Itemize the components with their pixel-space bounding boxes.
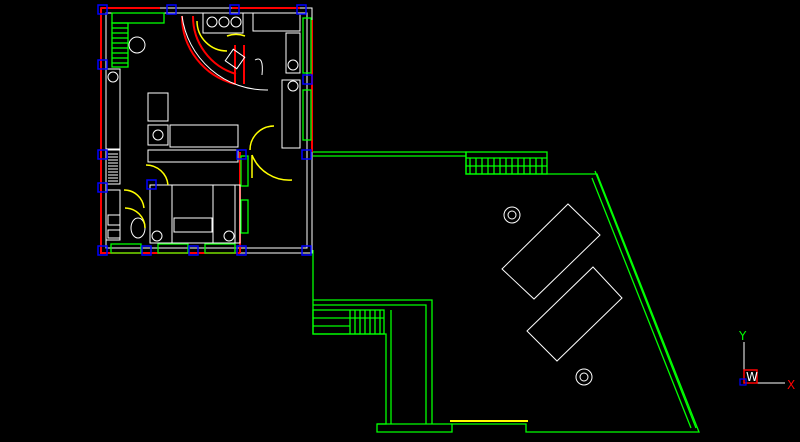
column-marker (236, 245, 247, 256)
column-marker (301, 149, 312, 160)
ucs-x-axis-label: X (787, 378, 795, 392)
column-marker (166, 4, 177, 15)
column-marker (146, 179, 157, 190)
door-swings (123, 20, 293, 229)
windows (110, 12, 312, 254)
column-marker (236, 149, 247, 160)
terrace-lamp (575, 368, 593, 386)
column-marker (97, 59, 108, 70)
ucs-y-axis-label: Y (738, 329, 747, 343)
upper-stair (465, 151, 548, 175)
sun-lounger (526, 266, 623, 362)
column-marker (97, 149, 108, 160)
sun-lounger (501, 203, 601, 300)
column-marker (188, 245, 199, 256)
column-marker (301, 245, 312, 256)
exterior-walls (100, 7, 313, 254)
structural-lines (100, 7, 313, 254)
column-marker (141, 245, 152, 256)
column-marker (296, 4, 307, 15)
column-markers (97, 4, 313, 256)
ucs-world-label: W (746, 370, 758, 384)
column-marker (97, 245, 108, 256)
fixtures (107, 16, 299, 242)
terrace-outline (312, 151, 700, 433)
column-marker (229, 4, 240, 15)
radiator (105, 149, 121, 185)
terrace-lamp (503, 206, 521, 224)
lower-stair (312, 309, 385, 335)
column-marker (97, 182, 108, 193)
interior-partitions (105, 12, 301, 244)
interior-stair (111, 22, 146, 68)
ucs-icon: W Y X (738, 329, 795, 392)
column-marker (302, 74, 313, 85)
curved-wall (181, 15, 269, 91)
ucs-origin-marker (739, 378, 747, 386)
column-marker (97, 4, 108, 15)
